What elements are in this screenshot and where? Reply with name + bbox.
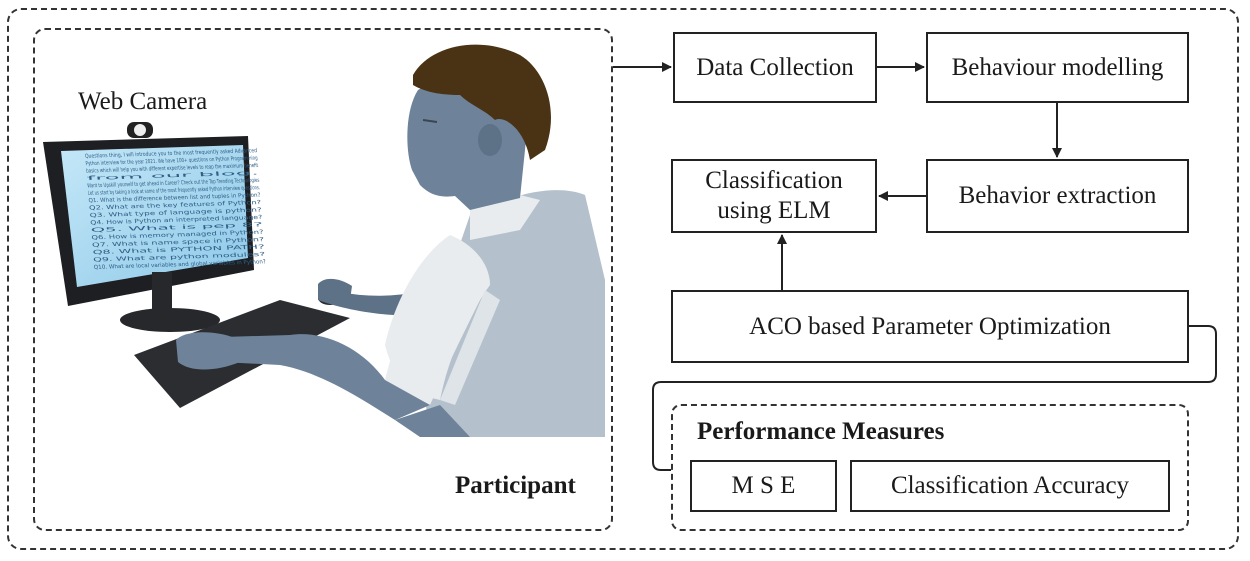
- behavior-extraction-label: Behavior extraction: [958, 182, 1157, 209]
- mse-label: M S E: [731, 472, 796, 499]
- performance-measures-title: Performance Measures: [697, 418, 945, 445]
- person-figure: [176, 44, 605, 437]
- data-collection-box: Data Collection: [673, 32, 877, 103]
- screen-text-line: basics which will help you with differen…: [86, 163, 259, 175]
- screen-text-line: Questions thing, I will introduce you to…: [85, 148, 258, 160]
- screen-text-line: Q8. What is PYTHON PATH?: [92, 244, 265, 256]
- screen-text-line: Let us start by taking a look at some of…: [88, 185, 261, 197]
- screen-text-line: from our blog.: [86, 170, 260, 182]
- screen-text-line: Want to Upskill yourself to get ahead in…: [87, 178, 260, 190]
- screen-text-line: Q4. How is Python an interpreted languag…: [90, 215, 263, 227]
- aco-optimization-label: ACO based Parameter Optimization: [749, 312, 1111, 340]
- behaviour-modelling-box: Behaviour modelling: [926, 32, 1189, 103]
- participant-panel: [33, 28, 613, 531]
- screen-text-line: Q10. What are local variables and global…: [94, 259, 267, 271]
- mse-box: M S E: [690, 460, 837, 512]
- screen-text-line: Q6. How is memory managed in Python?: [91, 230, 264, 242]
- screen-text-line: Q7. What is name space in Python?: [92, 237, 265, 249]
- web-camera-label: Web Camera: [78, 88, 208, 115]
- classification-label-line1: Classification: [705, 167, 843, 194]
- connector-aco-to-performance: [652, 325, 1217, 471]
- webcam-icon: [127, 122, 153, 138]
- classification-accuracy-box: Classification Accuracy: [850, 460, 1170, 512]
- screen-text-line: Q9. What are python modules?: [93, 252, 266, 264]
- screen-text-line: Q1. What is the difference between list …: [88, 193, 261, 205]
- screen-text-line: Q3. What type of language is python?: [89, 207, 262, 219]
- data-collection-label: Data Collection: [696, 53, 854, 81]
- classification-label-line2: using ELM: [717, 197, 831, 224]
- aco-optimization-box: ACO based Parameter Optimization: [671, 290, 1189, 363]
- outer-frame: [7, 8, 1239, 550]
- participant-label: Participant: [455, 472, 576, 499]
- classification-elm-box: Classification using ELM: [671, 159, 877, 233]
- performance-measures-panel: [671, 404, 1189, 531]
- behaviour-modelling-label: Behaviour modelling: [951, 53, 1164, 81]
- screen-text: Questions thing, I will introduce you to…: [85, 148, 267, 271]
- behavior-extraction-box: Behavior extraction: [926, 159, 1189, 233]
- monitor-icon: [43, 136, 254, 332]
- classification-accuracy-label: Classification Accuracy: [890, 472, 1130, 499]
- screen-text-line: Q5. What is pep 8?: [91, 222, 264, 234]
- screen-text-line: Q2. What are the key features of Python?: [89, 200, 262, 212]
- screen-text-line: Python interview for the year 2021. We h…: [85, 156, 258, 168]
